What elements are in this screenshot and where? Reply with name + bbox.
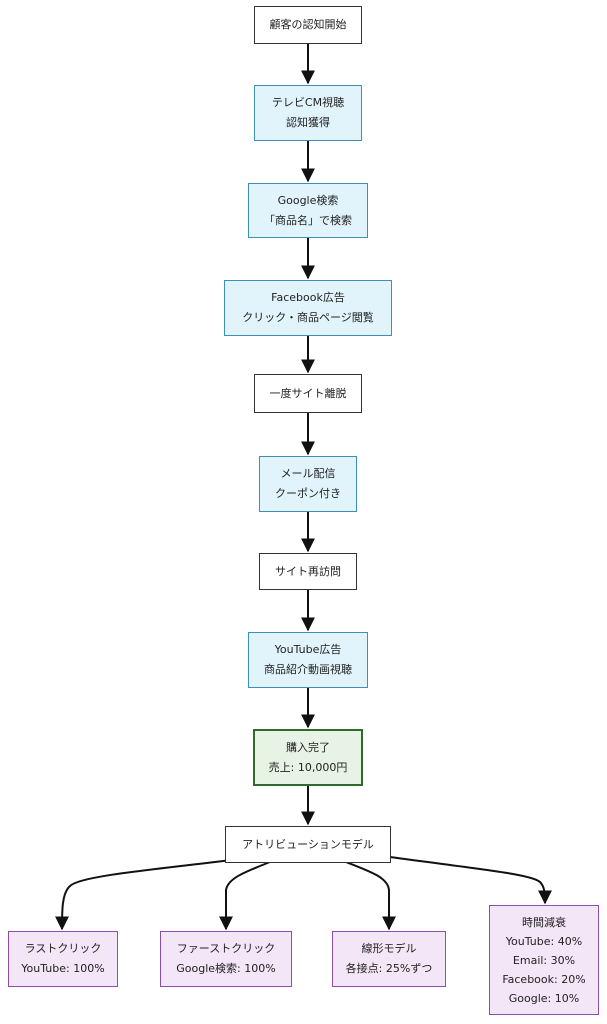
node-line: Google検索: 100%: [176, 962, 276, 975]
node-last-click: ラストクリック YouTube: 100%: [8, 931, 118, 987]
node-line: 購入完了: [286, 740, 330, 754]
edge-attribution-to-last-click: [55, 859, 233, 931]
node-first-click: ファーストクリック Google検索: 100%: [160, 931, 292, 987]
node-line: Facebook: 20%: [502, 972, 586, 986]
node-line: クーポン付き: [275, 487, 341, 500]
node-line: クリック・商品ページ閲覧: [242, 311, 374, 324]
node-line: YouTube: 40%: [505, 934, 583, 948]
node-line: Email: 30%: [512, 953, 576, 967]
node-attribution-model: アトリビューションモデル: [225, 826, 391, 863]
node-line: アトリビューションモデル: [242, 837, 374, 851]
node-tv-cm: テレビCM視聴 認知獲得: [254, 85, 362, 141]
node-line: 時間減衰: [522, 915, 566, 929]
node-email: メール配信 クーポン付き: [259, 456, 357, 512]
node-facebook-ad: Facebook広告 クリック・商品ページ閲覧: [224, 280, 392, 336]
node-google-search: Google検索 「商品名」で検索: [248, 183, 368, 238]
node-line: メール配信: [280, 467, 336, 480]
edge-attribution-to-first-click: [219, 861, 271, 931]
node-line: YouTube広告: [274, 643, 342, 656]
node-line: 認知獲得: [286, 116, 330, 129]
node-line: Google: 10%: [508, 991, 580, 1005]
node-line: 売上: 10,000円: [268, 760, 348, 774]
node-line: 各接点: 25%ずつ: [345, 962, 433, 975]
edge-attribution-to-time-decay: [389, 856, 552, 905]
node-purchase: 購入完了 売上: 10,000円: [253, 729, 363, 786]
node-linear: 線形モデル 各接点: 25%ずつ: [332, 931, 446, 987]
node-time-decay: 時間減衰 YouTube: 40% Email: 30% Facebook: 2…: [489, 905, 599, 1015]
node-line: 顧客の認知開始: [269, 18, 347, 31]
node-line: 「商品名」で検索: [264, 213, 352, 227]
node-line: Google検索: [277, 193, 339, 207]
node-youtube-ad: YouTube広告 商品紹介動画視聴: [248, 632, 368, 688]
node-site-revisit: サイト再訪問: [259, 553, 357, 590]
node-line: テレビCM視聴: [271, 96, 345, 109]
node-awareness-start: 顧客の認知開始: [254, 6, 362, 44]
node-line: 線形モデル: [361, 942, 417, 955]
node-site-leave: 一度サイト離脱: [254, 374, 362, 413]
node-line: サイト再訪問: [275, 564, 341, 578]
node-line: 一度サイト離脱: [269, 386, 347, 400]
node-line: Facebook広告: [271, 291, 345, 304]
node-line: 商品紹介動画視聴: [264, 663, 352, 676]
node-line: ラストクリック: [24, 942, 102, 955]
node-line: ファーストクリック: [176, 942, 276, 955]
node-line: YouTube: 100%: [21, 962, 105, 975]
edge-attribution-to-linear: [345, 861, 396, 931]
